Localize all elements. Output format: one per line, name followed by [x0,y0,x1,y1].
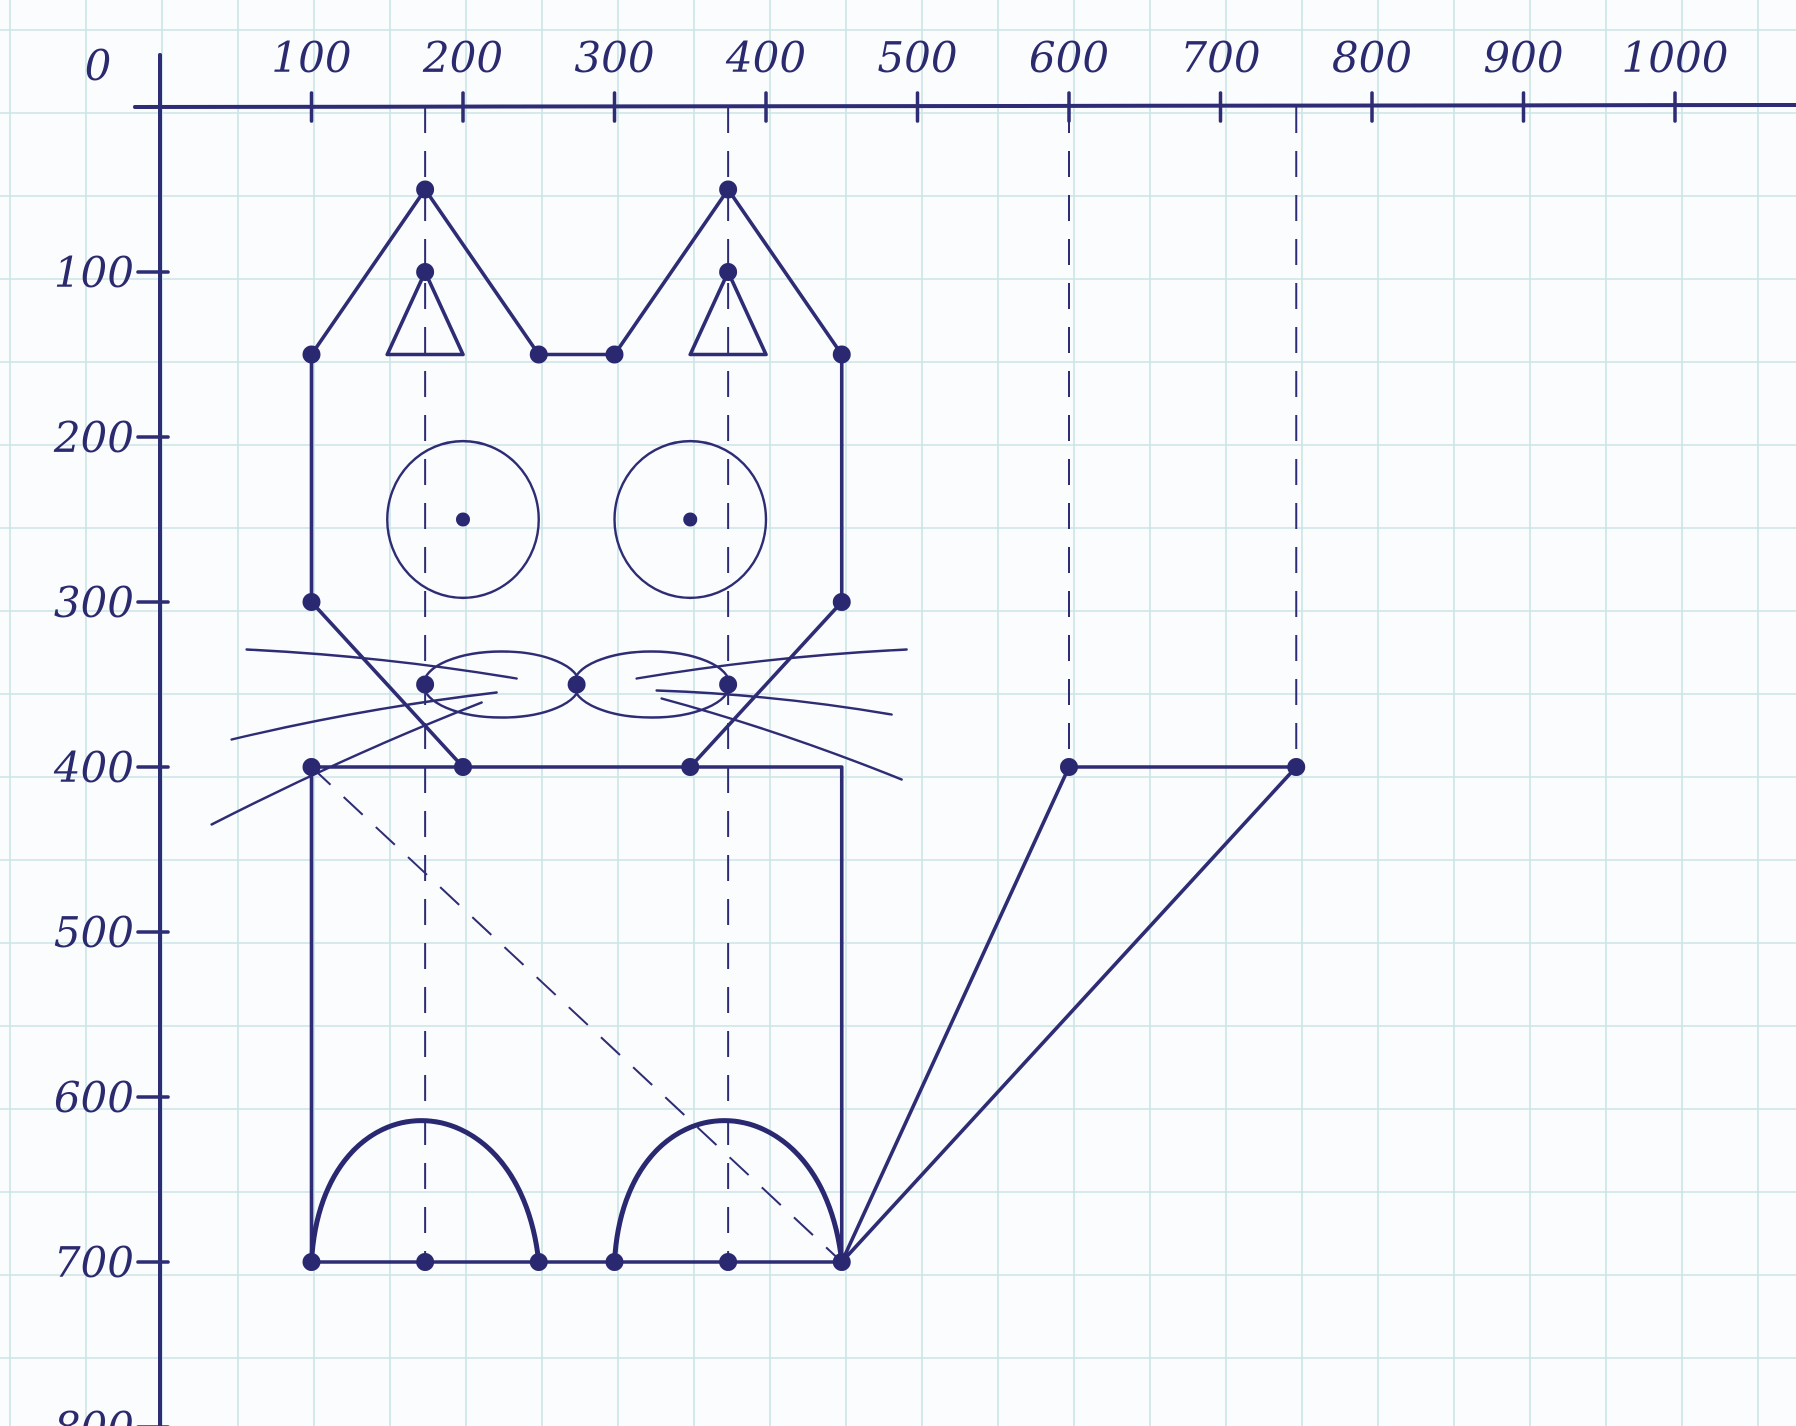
x-tick-label: 200 [422,33,503,82]
x-tick-label: 500 [877,33,957,82]
vertex-point [719,263,737,281]
vertex-point [303,1253,321,1271]
y-tick-label: 700 [54,1238,134,1287]
whisker [212,703,482,825]
vertex-point [416,263,434,281]
vertex-point [719,1253,737,1271]
vertex-point [416,676,434,694]
whisker [232,693,497,740]
vertex-point [719,181,737,199]
x-tick-label: 100 [271,33,351,82]
vertex-point [303,346,321,364]
y-tick-label: 100 [54,248,134,297]
vertex-point [719,676,737,694]
vertex-point [1287,758,1305,776]
vertex-point [833,593,851,611]
eye-pupil [456,513,470,527]
vertex-point [833,1253,851,1271]
y-tick-label: 600 [54,1073,134,1122]
vertex-point [1060,758,1078,776]
x-tick-label: 1000 [1622,33,1729,82]
axis-tick-labels: 100 200 300 400 500 600 700 800 900 1000 100 200 300… [53,33,1729,1426]
vertex-point [530,346,548,364]
coordinate-axes [135,55,1796,1426]
vertex-point [833,346,851,364]
vertex-point [454,758,472,776]
y-tick-label: 500 [54,908,134,957]
y-tick-label: 800 [54,1403,134,1426]
vertex-point [606,1253,624,1271]
x-tick-label: 800 [1332,33,1412,82]
vertex-point [606,346,624,364]
vertex-point [416,181,434,199]
origin-label: 0 [85,41,112,90]
vertex-point [303,758,321,776]
vertex-point [530,1253,548,1271]
vertex-point [568,676,586,694]
x-tick-label: 600 [1029,33,1109,82]
vertex-point [416,1253,434,1271]
x-tick-label: 900 [1483,33,1563,82]
y-tick-label: 200 [53,413,134,462]
x-axis-line [135,105,1796,107]
muzzle-left [424,652,580,718]
vertex-point [681,758,699,776]
body-diagonal-guide [312,767,842,1262]
vertex-point [303,593,321,611]
tail-triangle [842,767,1297,1262]
x-tick-label: 400 [725,33,806,82]
muzzle-right [574,652,730,718]
y-tick-label: 400 [53,743,134,792]
x-tick-label: 300 [574,33,654,82]
eye-pupil [683,513,697,527]
y-tick-label: 300 [54,578,134,627]
cat-figure [212,107,1306,1271]
x-tick-label: 700 [1180,33,1260,82]
